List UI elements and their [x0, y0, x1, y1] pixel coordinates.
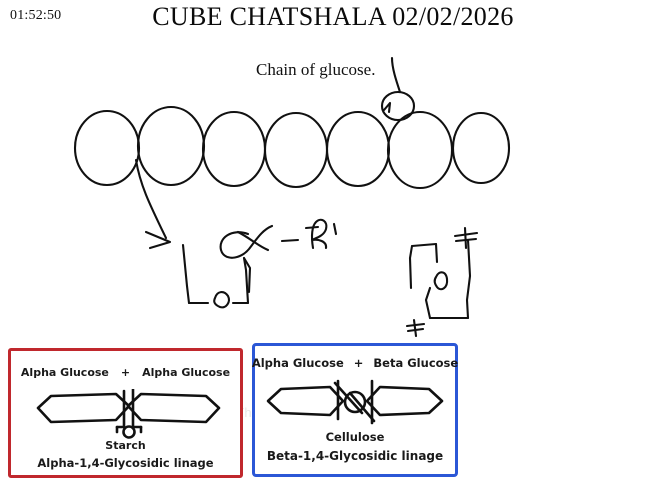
chain-of-glucose-label: Chain of glucose.	[256, 60, 376, 79]
pointer-loop-tail	[390, 56, 402, 94]
left-linkage-right-chain	[242, 256, 250, 305]
cellulose-left-hexagon	[266, 385, 345, 417]
glucose-oval-3	[201, 110, 267, 188]
glucose-oval-2	[136, 105, 206, 187]
right-linkage-oxygen	[433, 271, 449, 291]
right-linkage-h-bottom-vertical	[412, 318, 418, 338]
cellulose-left-diagonal-bond	[333, 381, 364, 415]
starch-linkage-label: Alpha-1,4-Glycosidic linage	[37, 456, 214, 470]
starch-glycosidic-oxygen	[122, 425, 136, 439]
left-linkage-left-chain	[181, 243, 191, 305]
pointer-loop-circle	[380, 90, 416, 122]
right-linkage-h-top-bar1	[453, 231, 479, 238]
glucose-oval-7-detached	[451, 111, 511, 185]
right-linkage-h-bottom-bar2	[406, 327, 425, 333]
right-linkage-h-top-vertical	[463, 226, 468, 250]
cellulose-plus-operator: +	[353, 356, 364, 370]
beta-symbol-stroke	[304, 225, 320, 230]
starch-right-hexagon	[126, 392, 221, 424]
cellulose-left-reagent: Alpha Glucose	[251, 356, 344, 370]
pointer-loop-tick	[382, 101, 392, 114]
starch-product-label: Starch	[105, 439, 146, 452]
page-title: CUBE CHATSHALA 02/02/2026	[152, 2, 514, 31]
glucose-oval-1	[73, 109, 141, 187]
cellulose-comparison-box: Alpha Glucose + Beta Glucose Cellulose B…	[252, 343, 458, 477]
glucose-oval-4	[263, 111, 329, 189]
beta-symbol-prime	[332, 222, 338, 236]
starch-right-reagent: Alpha Glucose	[142, 366, 231, 379]
cellulose-glycosidic-oxygen	[343, 390, 367, 414]
left-linkage-oxygen	[213, 291, 230, 309]
glucose-oval-5	[325, 110, 391, 188]
session-timer: 01:52:50	[10, 8, 62, 23]
cellulose-right-diagonal-bond	[348, 391, 376, 423]
cellulose-linkage-label: Beta-1,4-Glycosidic linage	[266, 449, 444, 463]
right-linkage-right-chain	[465, 238, 472, 320]
starch-left-reagent: Alpha Glucose	[20, 366, 109, 379]
right-linkage-left-chain	[408, 244, 414, 290]
cellulose-right-hexagon	[365, 385, 444, 417]
starch-comparison-box: Alpha Glucose + Alpha Glucose	[8, 348, 243, 478]
cellulose-structure-diagram	[266, 379, 444, 425]
right-linkage-left-top-drop	[434, 242, 439, 264]
cellulose-box-inner: Alpha Glucose + Beta Glucose Cellulose B…	[251, 346, 459, 474]
starch-box-inner: Alpha Glucose + Alpha Glucose	[11, 351, 240, 475]
left-linkage-right-chain-fork	[242, 256, 252, 294]
right-linkage-h-bottom-bar1	[405, 322, 426, 328]
beta-symbol-handwritten	[310, 218, 328, 250]
starch-left-hexagon	[36, 392, 131, 424]
chain-to-linkage-arrow	[134, 158, 168, 240]
starch-structure-diagram	[36, 389, 221, 439]
right-linkage-bottom-left-up	[424, 286, 432, 320]
right-linkage-h-top-bar2	[454, 237, 478, 243]
starch-plus-operator: +	[120, 366, 131, 379]
alpha-symbol-handwritten	[219, 224, 274, 259]
starch-reagents-row: Alpha Glucose + Alpha Glucose	[11, 366, 240, 379]
cellulose-reagents-row: Alpha Glucose + Beta Glucose	[251, 356, 459, 370]
cellulose-product-label: Cellulose	[325, 430, 385, 444]
chain-to-linkage-arrowhead	[144, 230, 172, 250]
cellulose-right-reagent: Beta Glucose	[373, 356, 459, 370]
glucose-oval-6	[386, 110, 454, 190]
right-linkage-left-top	[410, 242, 438, 248]
dash-between-symbols	[280, 238, 300, 243]
alpha-symbol-tail	[236, 230, 270, 252]
